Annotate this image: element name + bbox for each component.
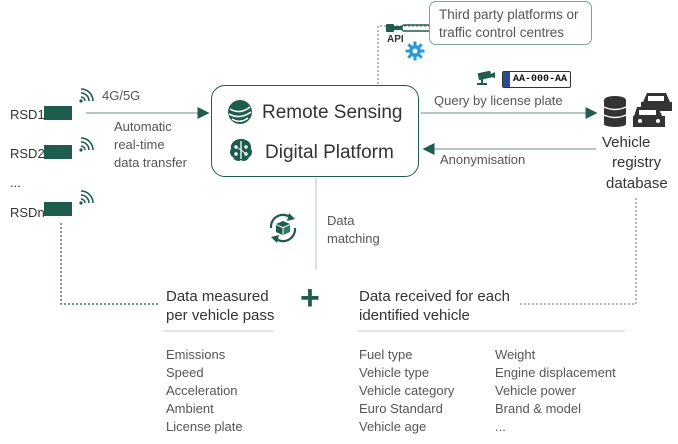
list-item: Ambient <box>166 401 214 416</box>
list-item: License plate <box>166 419 243 434</box>
rsd1-device <box>44 106 72 120</box>
query-label: Query by license plate <box>434 93 563 108</box>
globe-icon <box>228 100 252 124</box>
registry-line-1: Vehicle <box>602 134 651 151</box>
measured-list: Emissions Speed Acceleration Ambient Lic… <box>166 346 243 436</box>
registry-line-2: registry <box>612 154 662 171</box>
rsdn-label: RSDn <box>10 205 45 220</box>
rsdn-device <box>44 202 72 216</box>
wifi-icon <box>79 190 94 205</box>
registry-line-3: database <box>606 175 668 192</box>
matching-line-2: matching <box>327 231 380 246</box>
database-icon <box>603 96 627 127</box>
network-label: 4G/5G <box>102 88 141 103</box>
wifi-icon <box>79 137 94 152</box>
list-item: Euro Standard <box>359 401 443 416</box>
transfer-line-2: real-time <box>114 137 165 152</box>
received-title-line-2: identified vehicle <box>359 307 470 324</box>
license-plate: AA-000-AA <box>502 71 572 88</box>
registry-dotted-link <box>520 198 637 305</box>
rsd2-device <box>44 145 72 159</box>
rsd-dotted-link <box>60 223 158 305</box>
cars-icon <box>633 93 672 127</box>
matching-line-1: Data <box>327 213 355 228</box>
digital-platform-box: Remote Sensing Digital Platform <box>211 85 419 177</box>
third-party-line-1: Third party platforms or <box>439 7 579 22</box>
rsd2-label: RSD2 <box>10 146 45 161</box>
third-party-line-2: traffic control centres <box>439 25 565 40</box>
list-item: Vehicle power <box>495 383 576 398</box>
transfer-line-3: data transfer <box>114 155 187 170</box>
plus-sign: + <box>300 279 320 317</box>
list-item: Weight <box>495 347 536 362</box>
api-dotted-link <box>377 25 430 84</box>
list-item: Engine displacement <box>495 365 616 380</box>
received-list-col2: Weight Engine displacement Vehicle power… <box>495 346 616 436</box>
api-label: API <box>387 34 404 45</box>
list-item: Acceleration <box>166 383 238 398</box>
list-item: Vehicle category <box>359 383 455 398</box>
third-party-callout: Third party platforms or traffic control… <box>429 1 592 45</box>
platform-title-line-2: Digital Platform <box>265 142 394 163</box>
measured-title-line-2: per vehicle pass <box>166 307 275 324</box>
api-connector-icon <box>386 24 431 32</box>
list-item: Emissions <box>166 347 226 362</box>
transfer-line-1: Automatic <box>114 119 172 134</box>
list-item: Speed <box>166 365 204 380</box>
wifi-icon <box>79 88 94 103</box>
measured-title-line-1: Data measured <box>166 288 269 305</box>
list-item: Fuel type <box>359 347 413 362</box>
refresh-box-icon <box>269 213 297 243</box>
anonymisation-label: Anonymisation <box>440 152 526 167</box>
gear-icon <box>405 41 425 61</box>
received-list-col1: Fuel type Vehicle type Vehicle category … <box>359 346 454 436</box>
list-item: Vehicle type <box>359 365 430 380</box>
rsd-ellipsis: ... <box>10 175 21 190</box>
list-item: ... <box>495 419 506 434</box>
list-item: Brand & model <box>495 401 581 416</box>
received-title-line-1: Data received for each <box>359 288 510 305</box>
camera-icon <box>477 70 495 85</box>
brain-icon <box>229 139 253 161</box>
list-item: Vehicle age <box>359 419 427 434</box>
platform-title-line-1: Remote Sensing <box>262 102 403 123</box>
rsd1-label: RSD1 <box>10 107 45 122</box>
